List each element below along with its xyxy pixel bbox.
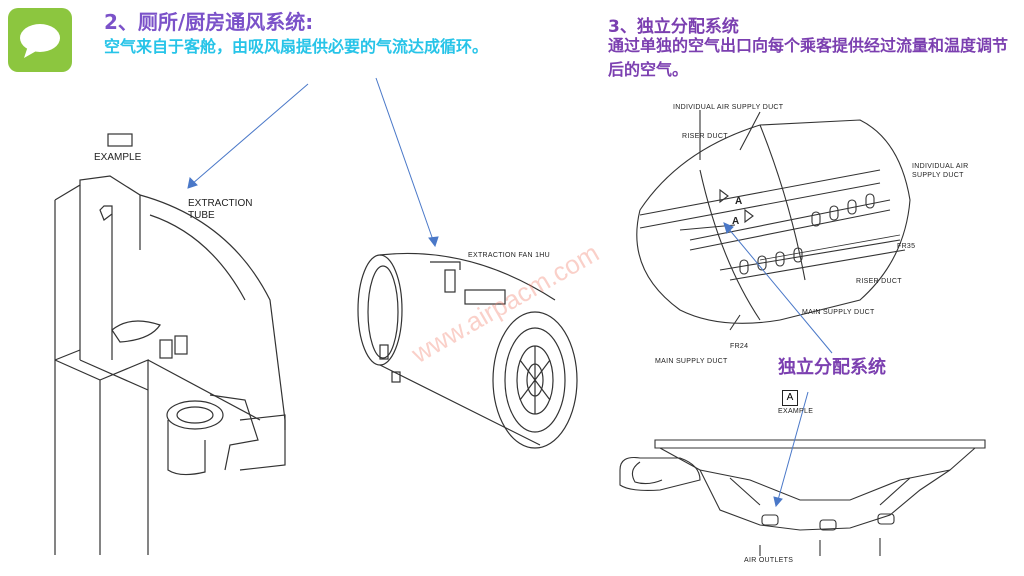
air-outlet-row xyxy=(739,193,875,275)
speech-bubble-icon xyxy=(20,24,60,58)
lavatory-drawing xyxy=(54,133,286,555)
marker-a2: A xyxy=(732,216,740,227)
main-supply-left-label: MAIN SUPPLY DUCT xyxy=(655,358,728,365)
fr24-label: FR24 xyxy=(730,343,749,350)
section2-description: 空气来自于客舱，由吸风扇提供必要的气流达成循环。 xyxy=(104,37,489,56)
main-supply-right-label: MAIN SUPPLY DUCT xyxy=(802,309,875,316)
extraction-fan-drawing xyxy=(357,252,578,449)
riser-duct-top-label: RISER DUCT xyxy=(682,133,728,140)
individual-air-supply-top-label: INDIVIDUAL AIR SUPPLY DUCT xyxy=(673,104,784,111)
pointer-arrows xyxy=(187,77,833,508)
example-label-left: EXAMPLE xyxy=(94,152,142,163)
section3-title: 3、独立分配系统 xyxy=(608,17,739,37)
section3-description: 通过单独的空气出口向每个乘客提供经过流量和温度调节后的空气。 xyxy=(608,36,1009,79)
section2-title: 2、厕所/厨房通风系统: xyxy=(104,10,314,34)
extraction-tube-label: EXTRACTION TUBE xyxy=(188,198,253,221)
riser-duct-right-label: RISER DUCT xyxy=(856,278,902,285)
cabin-ducts-drawing xyxy=(636,110,911,331)
marker-a1: A xyxy=(735,196,743,207)
example-label-right: EXAMPLE xyxy=(778,408,814,415)
app-logo xyxy=(8,8,72,72)
fr35-label: FR35 xyxy=(897,243,916,250)
example-left-box xyxy=(107,133,131,143)
independent-distribution-callout: 独立分配系统 xyxy=(778,357,886,378)
cross-section-drawing xyxy=(619,439,986,556)
view-a-box: A xyxy=(782,390,798,406)
individual-air-supply-right-label: INDIVIDUAL AIR SUPPLY DUCT xyxy=(912,163,969,179)
air-outlets-label: AIR OUTLETS xyxy=(744,557,794,564)
extraction-fan-label: EXTRACTION FAN 1HU xyxy=(468,252,551,259)
